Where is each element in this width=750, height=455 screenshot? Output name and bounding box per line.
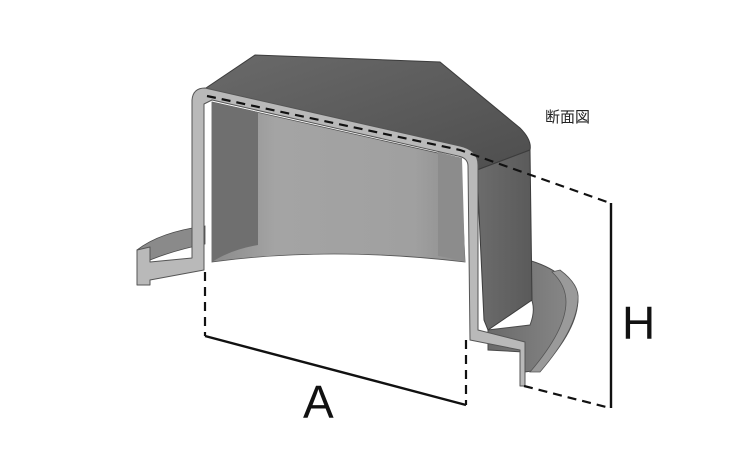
section-view-label: 断面図 — [545, 108, 591, 126]
right-flange-rim — [529, 269, 579, 373]
dimension-h-label: H — [622, 297, 655, 349]
dimension-a-line — [204, 334, 467, 407]
right-outer-wall — [476, 149, 533, 331]
left-flange-ring — [136, 225, 206, 261]
interior-right-shade — [438, 152, 465, 262]
interior-left-shade — [212, 102, 258, 262]
section-cut-line-top — [206, 94, 611, 205]
interior-back-surface — [211, 101, 466, 263]
cut-face-profile — [136, 87, 526, 387]
dimension-a-label: A — [303, 376, 334, 428]
section-cut-line-bottom — [523, 384, 611, 410]
